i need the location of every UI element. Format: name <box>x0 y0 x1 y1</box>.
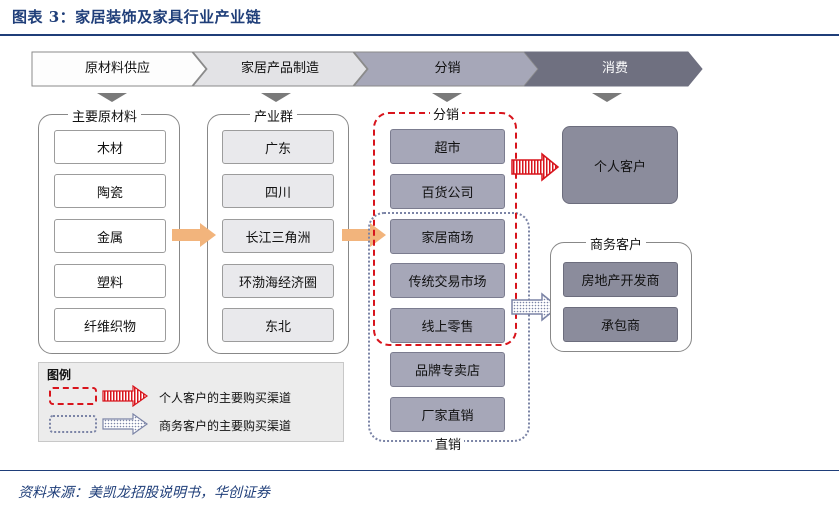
legend-red-dashed-swatch <box>49 387 97 405</box>
stage-label-manufacturing: 家居产品制造 <box>240 61 319 76</box>
business-customers-label: 商务客户 <box>586 234 647 253</box>
stage-label-distribution: 分销 <box>434 61 461 76</box>
down-pointer-2 <box>261 93 291 102</box>
cluster-item: 环渤海经济圈 <box>222 264 334 298</box>
raw-material-item: 纤维织物 <box>54 308 166 342</box>
cluster-item: 长江三角洲 <box>222 219 334 253</box>
channel-item: 线上零售 <box>390 308 505 343</box>
individual-customer-box: 个人客户 <box>562 126 678 204</box>
stage-chevron-1 <box>31 51 207 87</box>
raw-material-item: 陶瓷 <box>54 174 166 208</box>
stage-chevrons <box>31 51 703 102</box>
channel-item: 家居商场 <box>390 219 505 254</box>
raw-material-item: 塑料 <box>54 264 166 298</box>
channel-item: 百货公司 <box>390 174 505 209</box>
distribution-label: 分销 <box>430 104 463 123</box>
flow-arrow-2 <box>342 223 386 247</box>
business-customer-item: 承包商 <box>563 307 678 342</box>
direct-channel-item: 厂家直销 <box>390 397 505 432</box>
legend-blue-dotted-swatch <box>49 415 97 433</box>
legend-blue-arrow-swatch <box>102 413 149 435</box>
channel-item: 超市 <box>390 129 505 164</box>
channel-item: 传统交易市场 <box>390 263 505 298</box>
flow-arrow-1 <box>172 223 216 247</box>
raw-material-item: 木材 <box>54 130 166 164</box>
stage-chevron-2 <box>191 51 368 87</box>
cluster-item: 广东 <box>222 130 334 164</box>
raw-material-item: 金属 <box>54 219 166 253</box>
individual-channel-arrow <box>511 152 560 182</box>
cluster-item: 东北 <box>222 308 334 342</box>
stage-chevron-4 <box>523 51 703 87</box>
title-rule <box>0 34 839 36</box>
stage-label-consumption: 消费 <box>601 61 628 76</box>
down-pointer-1 <box>97 93 127 102</box>
clusters-label: 产业群 <box>250 106 298 125</box>
down-pointer-3 <box>432 93 462 102</box>
legend-red-arrow-swatch <box>102 385 149 407</box>
direct-channel-item: 品牌专卖店 <box>390 352 505 387</box>
stage-chevron-3 <box>352 51 539 87</box>
stage-label-raw-materials: 原材料供应 <box>84 61 150 76</box>
cluster-item: 四川 <box>222 174 334 208</box>
source-rule <box>0 470 839 471</box>
legend-individual-text: 个人客户的主要购买渠道 <box>159 391 292 405</box>
raw-materials-label: 主要原材料 <box>68 106 142 125</box>
legend-title: 图例 <box>47 368 72 382</box>
legend-business-text: 商务客户的主要购买渠道 <box>159 419 292 433</box>
source-note: 资料来源：美凯龙招股说明书，华创证券 <box>18 485 270 501</box>
down-pointer-4 <box>592 93 622 102</box>
figure-title: 图表 3：家居装饰及家具行业产业链 <box>12 8 262 26</box>
direct-sales-label: 直销 <box>432 434 465 453</box>
legend: 图例 个人客户的主要购买渠道 商务客户的主要购买渠道 <box>38 362 344 442</box>
business-customer-item: 房地产开发商 <box>563 262 678 297</box>
